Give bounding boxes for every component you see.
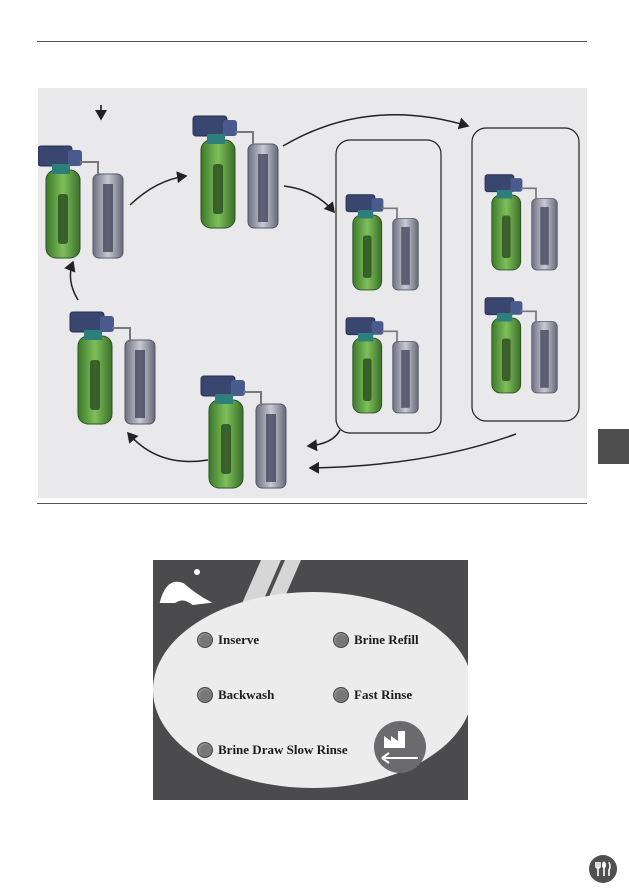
option-label: Backwash [218,687,275,702]
brand-logo-icon [589,855,617,883]
option-label: Brine Draw Slow Rinse [218,742,348,757]
factory-reset-icon[interactable] [374,721,426,773]
option-fast-rinse[interactable]: Fast Rinse [333,687,412,703]
option-label: Brine Refill [354,632,419,647]
option-brine-refill[interactable]: Brine Refill [333,632,419,648]
status-led [333,687,349,703]
regeneration-cycle-diagram [38,88,587,498]
option-brine-draw-slow-rinse[interactable]: Brine Draw Slow Rinse [197,742,348,758]
option-label: Inserve [218,632,260,647]
status-led [197,742,213,758]
chapter-tab [598,429,629,464]
status-led [197,687,213,703]
option-inserve[interactable]: Inserve [197,632,259,648]
middle-rule [37,503,587,504]
touch-hand-icon [159,568,211,608]
status-led [333,632,349,648]
control-panel: Inserve Brine Refill Backwash Fast Rinse… [153,560,468,800]
option-label: Fast Rinse [354,687,413,702]
option-backwash[interactable]: Backwash [197,687,274,703]
top-rule [37,41,587,42]
status-led [197,632,213,648]
